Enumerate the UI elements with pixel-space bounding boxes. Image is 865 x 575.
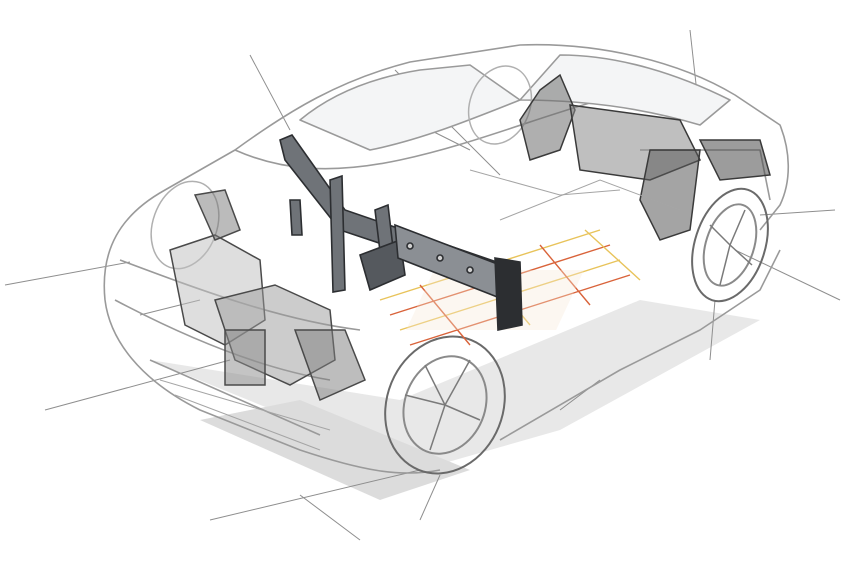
wheel-front-left xyxy=(384,335,506,475)
front-drive-unit xyxy=(169,189,366,402)
ground-shadow xyxy=(150,300,760,500)
side-sketch-detail xyxy=(159,169,681,451)
cross-car-beam xyxy=(279,134,523,331)
wheel-rear-right xyxy=(691,187,769,303)
rear-drive-unit xyxy=(519,73,771,241)
